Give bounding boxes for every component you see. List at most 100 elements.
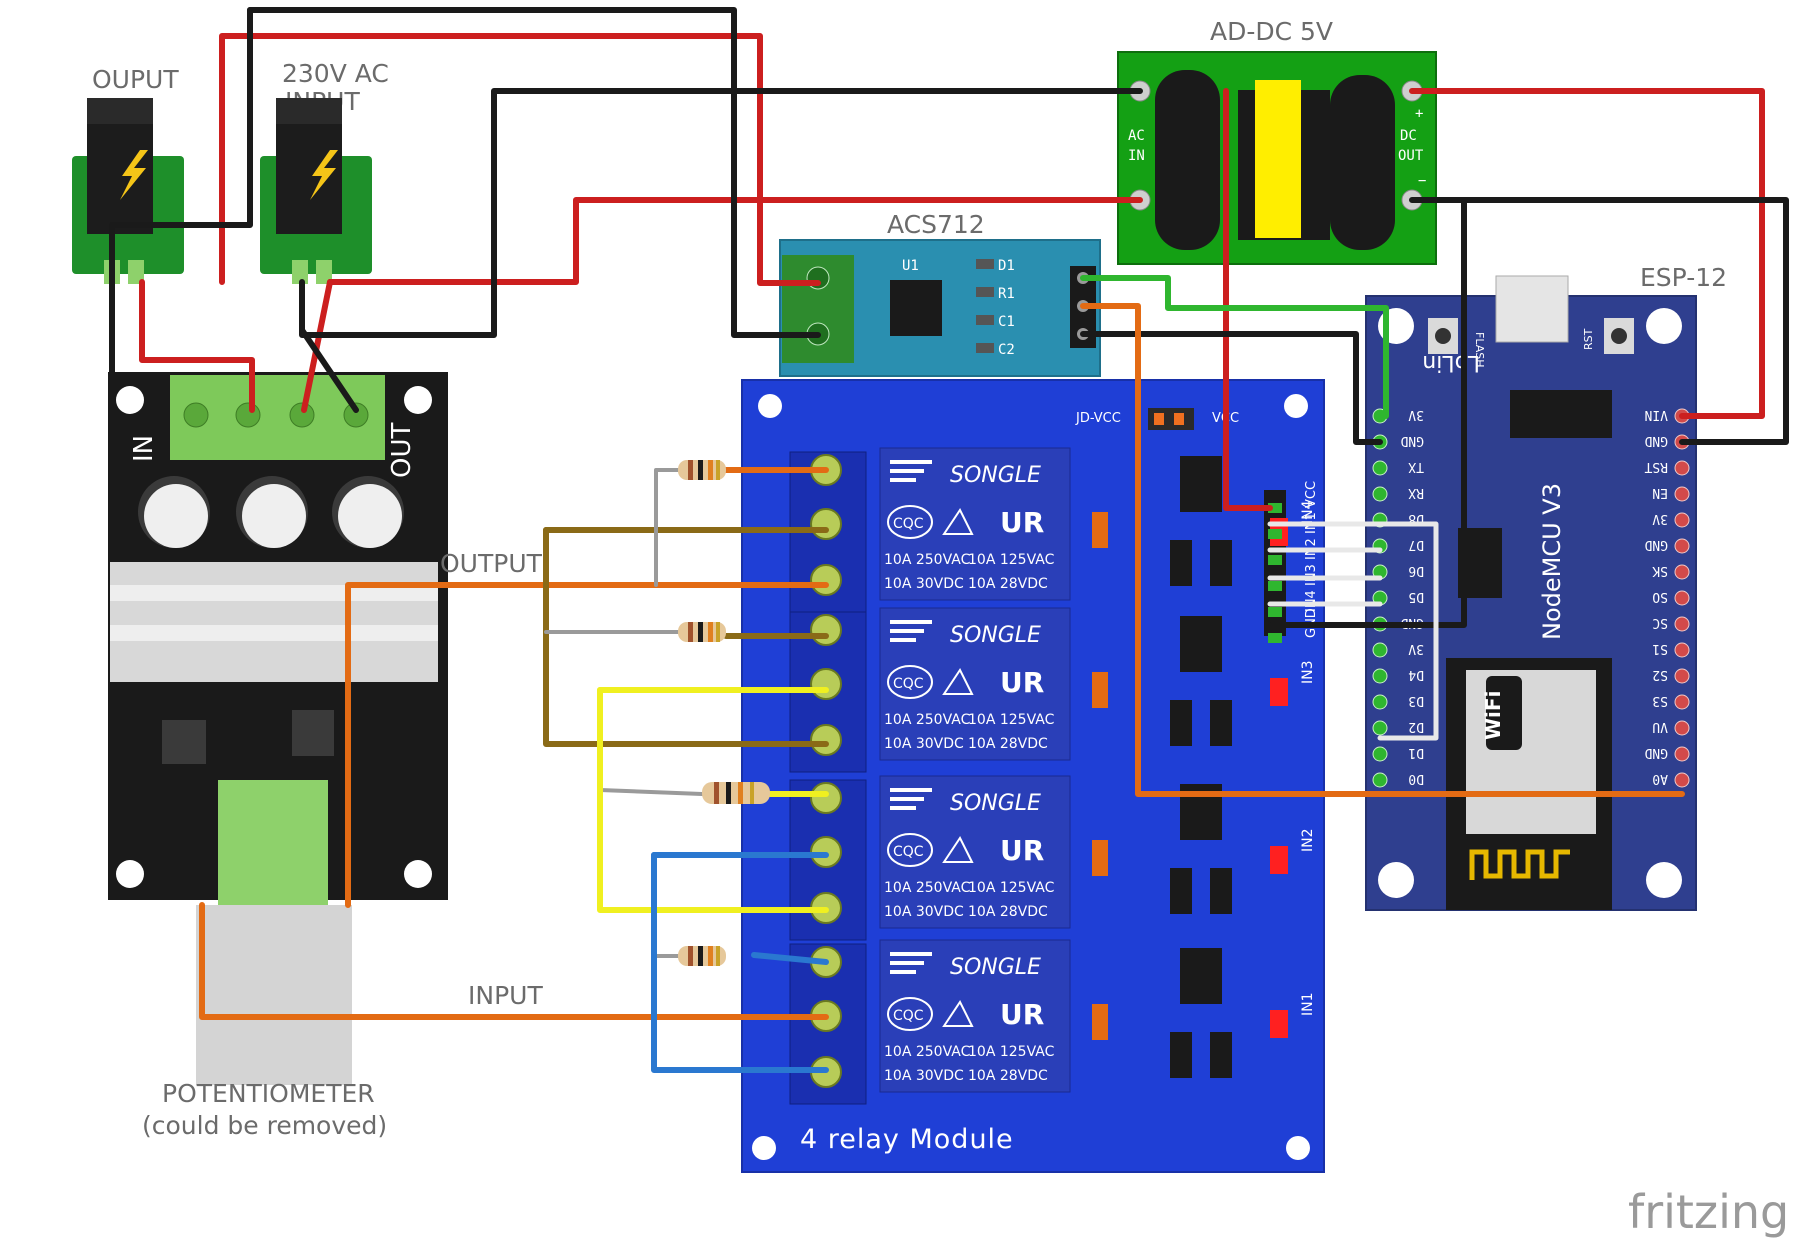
c2-label: C2 <box>998 342 1015 358</box>
pin-label: SK <box>1652 563 1668 578</box>
black-wire-7 <box>1080 331 1383 445</box>
screw-terminal <box>810 508 842 540</box>
header-pin <box>1268 503 1282 513</box>
relay-body <box>879 939 1071 1093</box>
pin-label: S1 <box>1652 641 1668 656</box>
pin-header <box>1372 746 1388 762</box>
dc-out-label-2: OUT <box>1398 148 1424 164</box>
relay-rating: 10A 125VAC <box>968 1044 1055 1060</box>
pin-header <box>1372 694 1388 710</box>
dimmer-in-label: IN <box>129 435 159 462</box>
pin-label: S2 <box>1652 667 1668 682</box>
warning-triangle-icon <box>942 836 974 863</box>
relay-brand: SONGLE <box>950 791 1041 816</box>
pin-label: 3V <box>1652 511 1668 526</box>
green-wire <box>1080 275 1389 419</box>
relay-rating: 10A 30VDC <box>884 904 964 920</box>
pin-label: RST <box>1644 459 1668 474</box>
orange-wire-output <box>345 582 829 908</box>
pin-header <box>1372 772 1388 788</box>
pin-label: D0 <box>1408 771 1424 786</box>
black-wire-5 <box>1409 197 1789 445</box>
pin-label: D7 <box>1408 537 1424 552</box>
pin-header <box>1674 642 1690 658</box>
r1-label: R1 <box>998 286 1015 302</box>
transistor <box>1170 868 1192 914</box>
pin-label: TX <box>1408 459 1424 474</box>
relay-rating: 10A 28VDC <box>968 736 1048 752</box>
pin-header <box>1674 746 1690 762</box>
header-pin <box>1268 607 1282 617</box>
resistor-smd <box>1092 672 1108 708</box>
relay-cqc: CQC <box>893 516 924 532</box>
blue-wire-3 <box>751 952 829 965</box>
orange-wire-acs <box>1080 303 1685 797</box>
white-wire-1 <box>1267 521 1439 741</box>
pin-label: D5 <box>1408 589 1424 604</box>
input-jack-label-line1: 230V AC <box>282 59 389 88</box>
resistor-4 <box>678 946 726 966</box>
transistor <box>1170 1032 1192 1078</box>
channel-label: IN4 <box>1300 500 1316 524</box>
dimmer-out-label: OUT <box>387 423 417 478</box>
pin-label: D1 <box>1408 745 1424 760</box>
resistors <box>678 460 770 966</box>
rst-label: RST <box>1582 328 1595 350</box>
relay-rating: 10A 125VAC <box>968 880 1055 896</box>
pin-header <box>1372 486 1388 502</box>
pin-label: SO <box>1652 589 1668 604</box>
pin-header <box>1674 590 1690 606</box>
screw-terminal <box>810 614 842 646</box>
dimmer-module: IN OUT <box>108 372 448 905</box>
relay-rating: 10A 28VDC <box>968 904 1048 920</box>
diode <box>1210 700 1232 746</box>
ac-in-label-1: AC <box>1128 128 1145 144</box>
resistor-smd <box>1092 840 1108 876</box>
jd-vcc-label: JD-VCC <box>1075 411 1121 426</box>
resistor-2 <box>678 622 726 642</box>
blue-wire-2 <box>651 852 829 1073</box>
yellow-wire-2 <box>597 687 829 913</box>
output-wire-label: OUTPUT <box>440 549 543 578</box>
optocoupler <box>1180 948 1222 1004</box>
pin-label: A0 <box>1652 771 1668 786</box>
flash-label: FLASH <box>1473 332 1486 368</box>
black-wire-1 <box>109 7 253 421</box>
relay-body <box>879 775 1071 929</box>
relay-cqc: CQC <box>893 844 924 860</box>
black-wire-2 <box>247 7 821 338</box>
diode <box>1210 868 1232 914</box>
wifi-logo: WiFi <box>1481 691 1505 740</box>
header-pin-label: IN3 <box>1304 564 1319 586</box>
relay-rating: 10A 250VAC <box>884 880 971 896</box>
header-pin <box>1268 633 1282 643</box>
relay-rating: 10A 250VAC <box>884 712 971 728</box>
red-wire-6 <box>1223 88 1273 511</box>
relay-brand: SONGLE <box>950 955 1041 980</box>
black-wire-3 <box>299 88 1143 338</box>
red-wire-4 <box>301 279 333 413</box>
relay-module-title: 4 relay Module <box>800 1124 1014 1155</box>
plus-label: + <box>1415 106 1423 122</box>
pin-label: GND <box>1644 433 1668 448</box>
wires <box>109 7 1789 1073</box>
brown-wire-2 <box>543 527 829 747</box>
pin-label: SC <box>1652 615 1668 630</box>
relay-ur: UR <box>1000 998 1044 1031</box>
ac-in-label-2: IN <box>1128 148 1145 164</box>
transistor <box>1170 700 1192 746</box>
acs712-module: U1 D1 R1 C1 C2 <box>779 239 1101 377</box>
pin-label: 3V <box>1408 641 1424 656</box>
input-wire-label: INPUT <box>468 981 543 1010</box>
screw-terminal <box>810 668 842 700</box>
red-wire-3 <box>327 197 1143 285</box>
relay-rating: 10A 125VAC <box>968 712 1055 728</box>
pin-label: 3V <box>1408 407 1424 422</box>
dc-out-label-1: DC <box>1400 128 1417 144</box>
channel-label: IN2 <box>1300 828 1316 852</box>
input-jack <box>260 98 372 284</box>
grey-wire-1 <box>654 468 680 587</box>
